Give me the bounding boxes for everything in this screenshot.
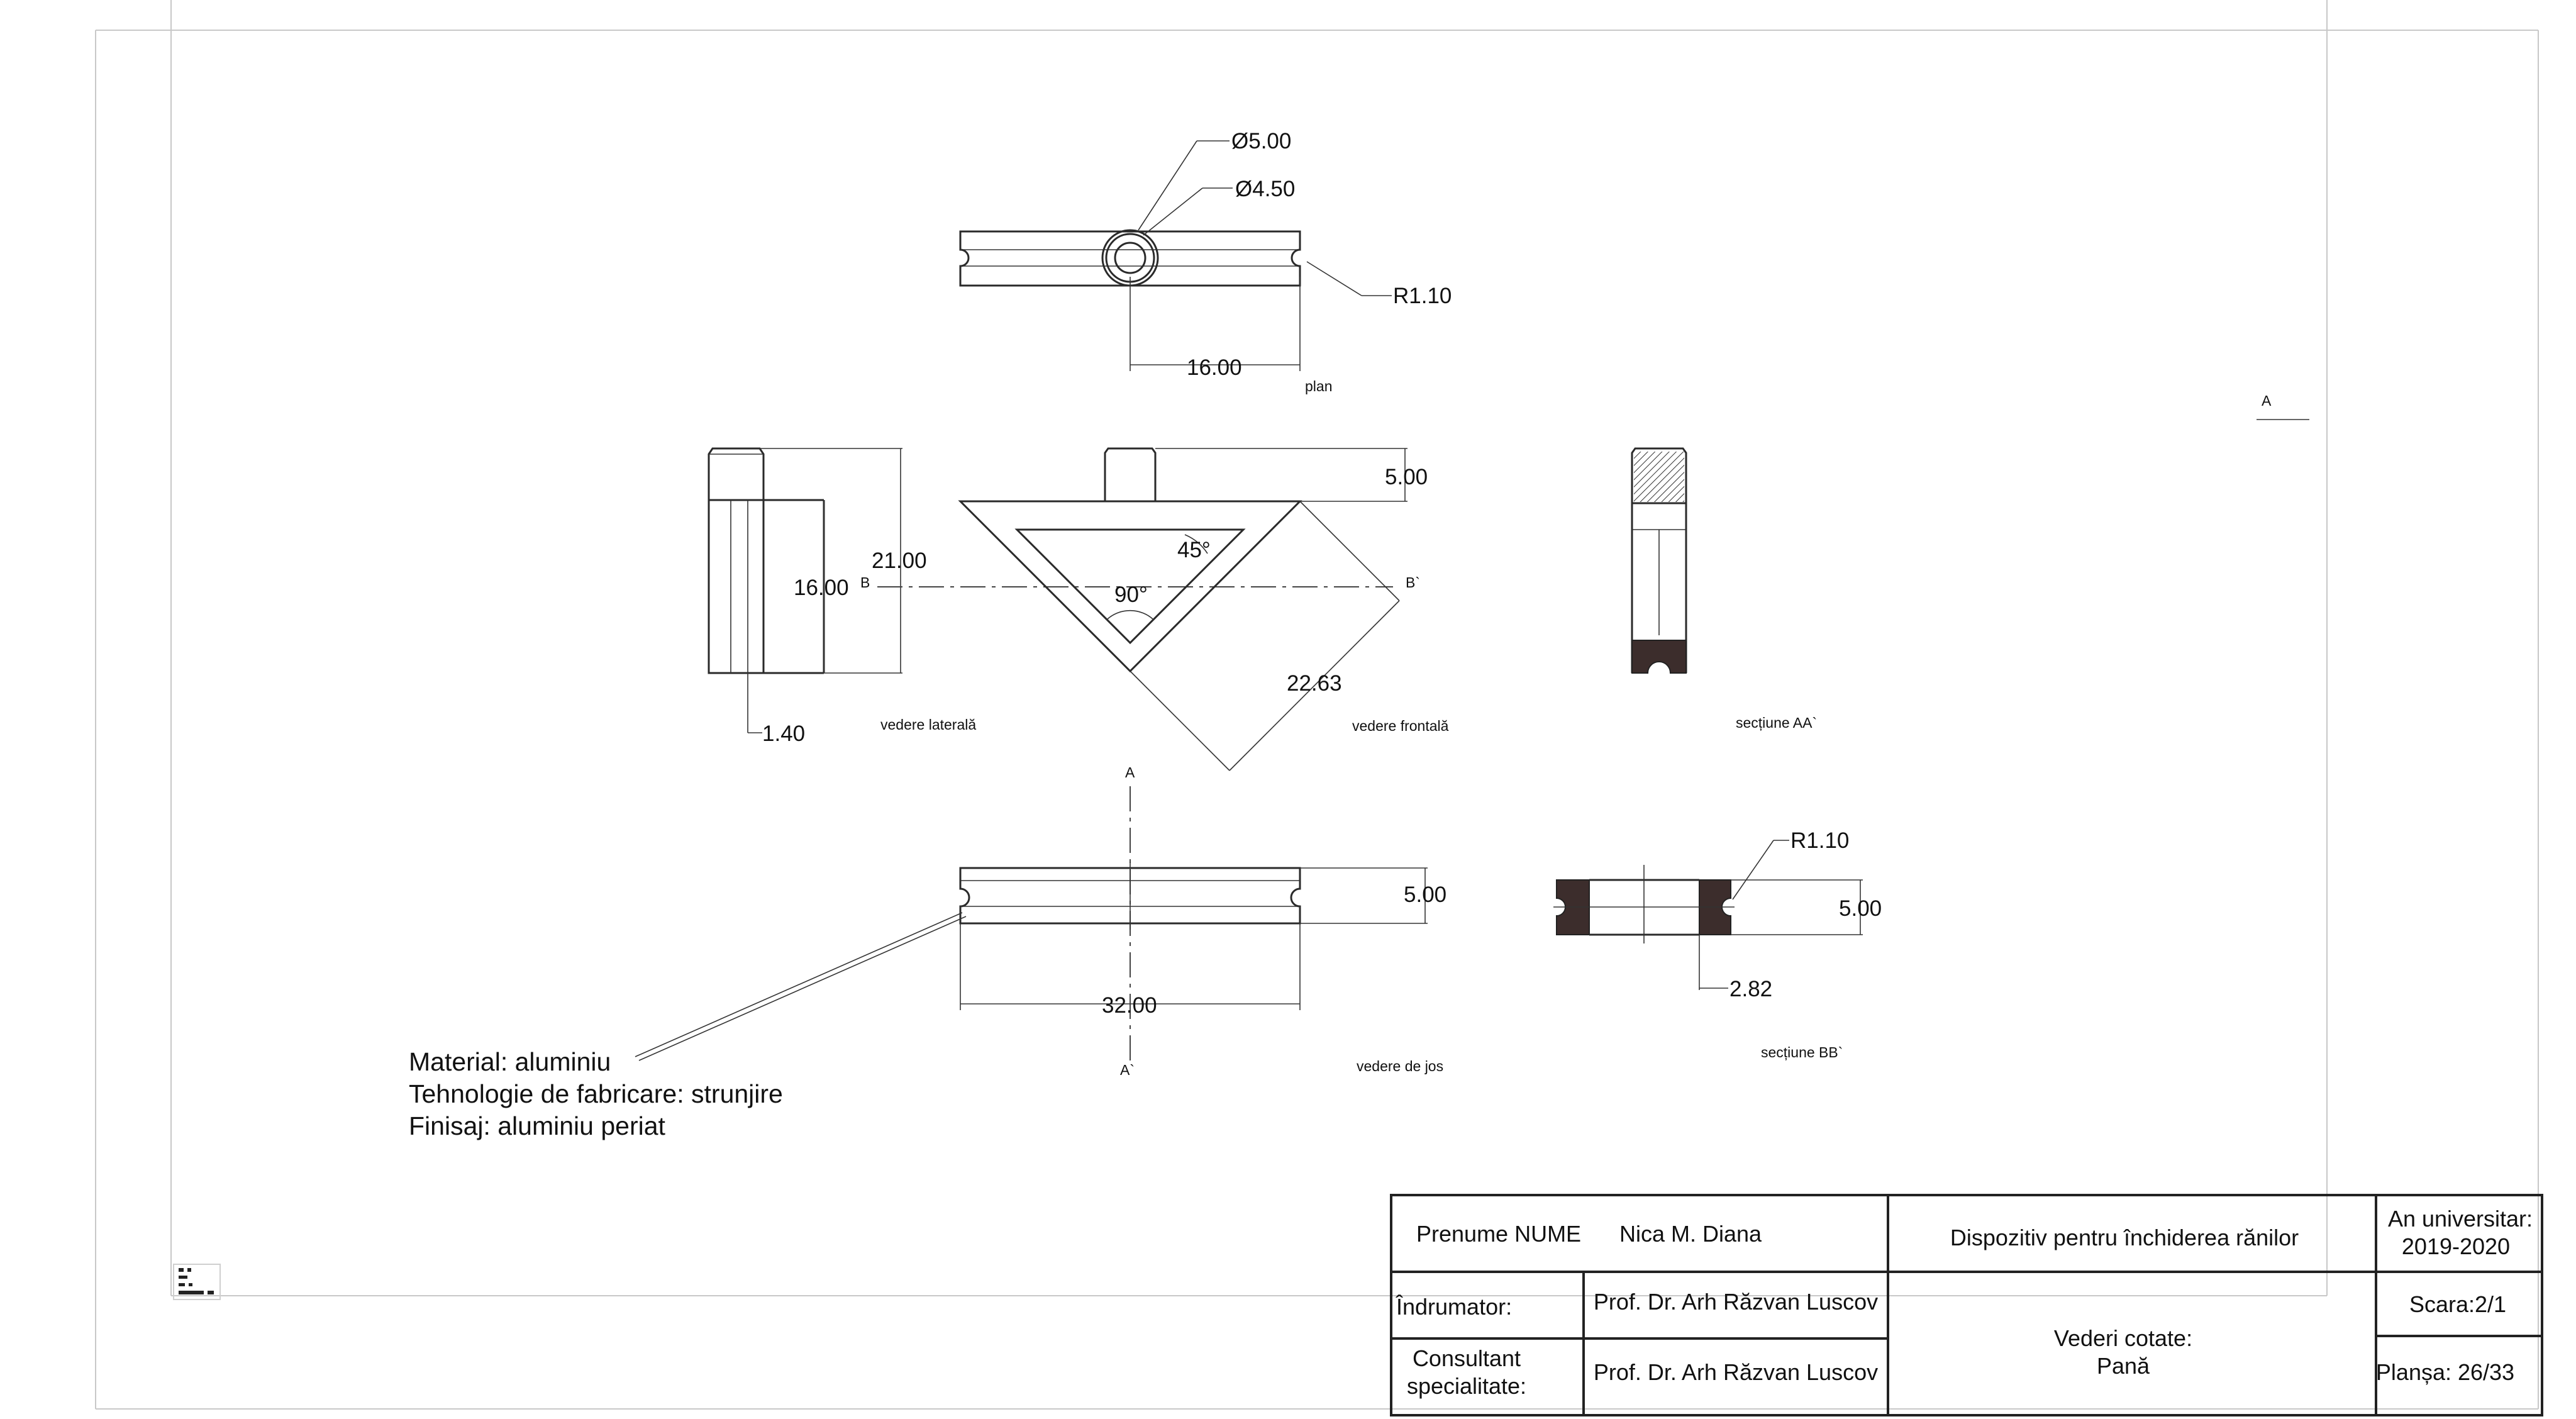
section-bb-view: R1.10 5.00 2.82 secțiune BB`	[1553, 828, 1882, 1060]
consultant-label-line1: Consultant	[1413, 1345, 1521, 1371]
bottom-height-label: 5.00	[1404, 882, 1446, 907]
plan-view: Ø5.00 Ø4.50 R1.10 16.00 plan	[959, 129, 1452, 394]
total-height-label: 21.00	[872, 548, 927, 573]
material-notes: Material: aluminiu Tehnologie de fabrica…	[409, 912, 967, 1140]
side-view-label: vedere laterală	[880, 716, 976, 733]
year-label: An universitar:	[2388, 1206, 2533, 1232]
consultant-label-line2: specialitate:	[1407, 1373, 1526, 1399]
content-line-1: Vederi cotate:	[2054, 1325, 2192, 1351]
material-note: Material: aluminiu	[409, 1047, 611, 1076]
side-width-label: 1.40	[762, 721, 805, 746]
plan-view-label: plan	[1305, 378, 1332, 394]
diameter-inner-label: Ø4.50	[1235, 177, 1295, 201]
name-label: Prenume NUME	[1416, 1221, 1581, 1247]
logo-mark	[173, 1264, 221, 1300]
content-line-2: Pană	[2097, 1353, 2150, 1379]
advisor-label: Îndrumator:	[1396, 1294, 1512, 1320]
title-block: Prenume NUME Nica M. Diana Dispozitiv pe…	[1390, 1194, 2543, 1416]
section-width-label: 2.82	[1729, 977, 1772, 1001]
pin-height-label: 5.00	[1385, 465, 1428, 489]
section-mark-a-right: A	[2262, 392, 2272, 409]
section-mark-b-left: B	[860, 574, 870, 591]
scale-label: Scara:2/1	[2409, 1291, 2506, 1317]
radius-plan-label: R1.10	[1393, 284, 1452, 308]
front-view-label: vedere frontală	[1352, 718, 1449, 734]
section-radius-label: R1.10	[1790, 828, 1849, 853]
advisor-value: Prof. Dr. Arh Răzvan Luscov	[1594, 1289, 1878, 1315]
length-plan-label: 16.00	[1187, 355, 1242, 380]
name-value: Nica M. Diana	[1619, 1221, 1762, 1247]
consultant-value: Prof. Dr. Arh Răzvan Luscov	[1594, 1359, 1878, 1385]
side-view: 21.00 16.00 1.40 vedere laterală	[708, 447, 976, 746]
year-value: 2019-2020	[2402, 1233, 2510, 1259]
section-height-label: 5.00	[1839, 896, 1882, 921]
sheet-frame	[95, 0, 2539, 1410]
front-view: 5.00 45° 90° 22.63 vedere frontală	[958, 447, 1449, 771]
finish-note: Finisaj: aluminiu periat	[409, 1111, 666, 1140]
angle-45-label: 45°	[1177, 538, 1211, 562]
diagonal-label: 22.63	[1287, 671, 1342, 696]
section-line-bb: B B`	[860, 574, 1420, 591]
project-title: Dispozitiv pentru închiderea rănilor	[1950, 1225, 2299, 1250]
bottom-view-label: vedere de jos	[1357, 1058, 1443, 1074]
side-height-label: 16.00	[794, 576, 849, 600]
section-aa-label: secțiune AA`	[1736, 715, 1817, 731]
diameter-outer-label: Ø5.00	[1231, 129, 1291, 153]
technology-note: Tehnologie de fabricare: strunjire	[409, 1079, 783, 1108]
angle-90-label: 90°	[1114, 582, 1148, 607]
section-bb-label: secțiune BB`	[1761, 1044, 1843, 1060]
bottom-length-label: 32.00	[1102, 993, 1157, 1018]
bottom-view: 5.00 32.00 vedere de jos	[959, 862, 1446, 1074]
section-mark-b-right: B`	[1406, 574, 1420, 591]
section-aa-view: secțiune AA`	[1631, 447, 1817, 731]
section-mark-a-top: A	[1125, 764, 1135, 781]
section-line-aa: A A` A	[1120, 392, 2309, 1078]
sheet-number: Planșa: 26/33	[2376, 1359, 2514, 1385]
section-mark-a-bottom: A`	[1120, 1062, 1135, 1078]
